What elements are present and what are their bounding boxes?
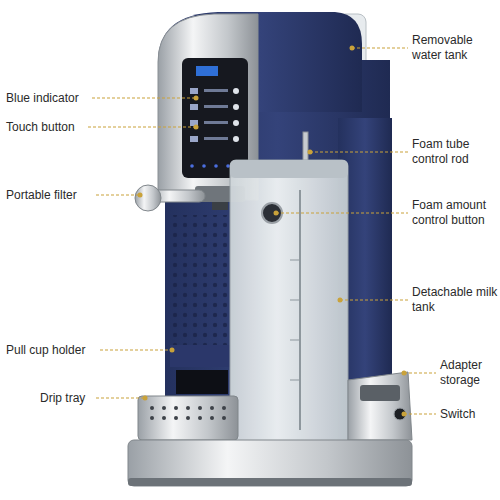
- part-label: Detachable milk tank: [412, 285, 498, 315]
- leader-lines: [88, 48, 436, 414]
- part-label: Foam tube control rod: [412, 137, 498, 167]
- part-label: Switch: [440, 407, 498, 422]
- part-label: Removable water tank: [412, 33, 498, 63]
- part-label: Pull cup holder: [6, 343, 98, 358]
- part-label: Touch button: [6, 120, 86, 135]
- part-label: Blue indicator: [6, 91, 90, 106]
- part-label: Portable filter: [6, 188, 94, 203]
- part-label: Foam amount control button: [412, 198, 498, 228]
- part-label: Drip tray: [40, 391, 94, 406]
- part-label: Adapter storage: [440, 358, 498, 388]
